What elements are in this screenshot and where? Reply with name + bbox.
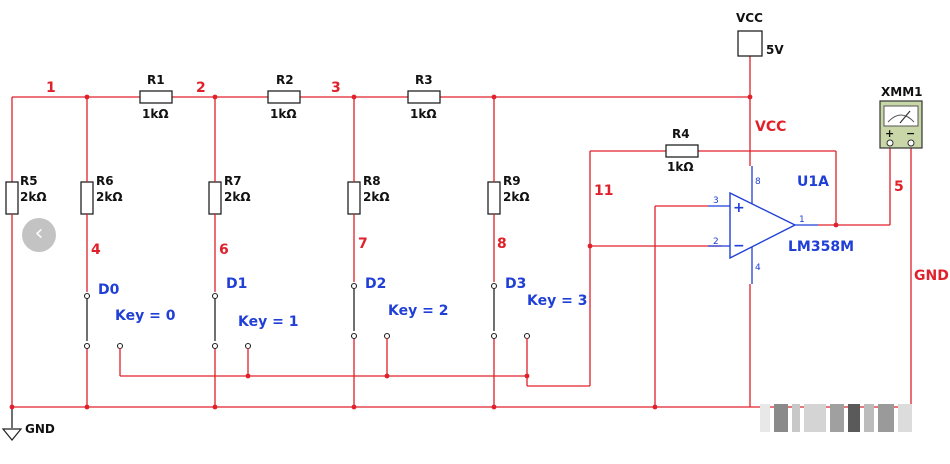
switch-d0-key: Key = 0 [115,308,176,324]
opamp-pin-3: 3 [713,196,719,206]
net-label-3: 3 [331,80,341,96]
r3-ref: R3 [415,73,433,87]
switch-d1-label: D1 [226,276,247,292]
opamp-pin-2: 2 [713,237,719,247]
resistor-r1[interactable]: R1 1kΩ [139,73,173,121]
net-label-6: 6 [219,242,229,258]
switch-d2-label: D2 [365,276,386,292]
junction-dots [9,94,839,410]
opamp-u1a[interactable]: + − 3 2 1 8 4 U1A LM358M [708,166,854,284]
meter-plus-sign: + [885,127,894,140]
switch-d1[interactable]: D1 Key = 1 [211,276,299,376]
resistor-r7[interactable]: R7 2kΩ [208,174,251,215]
net-labels: 1 2 3 4 6 7 8 11 5 VCC GND [46,80,949,284]
vcc-title: VCC [736,11,763,25]
resistor-r9[interactable]: R9 2kΩ [487,174,530,215]
resistor-r4[interactable]: R4 1kΩ [665,127,699,174]
resistor-r5[interactable]: R5 2kΩ [5,174,47,215]
r3-value: 1kΩ [410,107,437,121]
chevron-left-icon: ‹ [34,220,44,246]
switch-d0-label: D0 [98,282,120,298]
switch-d1-key: Key = 1 [238,314,298,330]
r1-value: 1kΩ [142,107,169,121]
r6-ref: R6 [96,174,114,188]
vcc-value: 5V [766,43,784,57]
net-11-wires [120,150,837,387]
opamp-plus-sign: + [733,200,745,216]
opamp-pin-4: 4 [755,263,761,273]
r5-value: 2kΩ [20,190,47,204]
r4-value: 1kΩ [667,160,694,174]
opamp-wires [654,56,912,407]
net-label-vcc: VCC [755,119,786,135]
opamp-model: LM358M [788,239,854,255]
meter-minus-sign: − [906,127,915,140]
top-bus [11,96,750,182]
multimeter-xmm1[interactable]: + − XMM1 [879,85,923,149]
switch-d2[interactable]: D2 Key = 2 [350,276,449,376]
net-label-gnd: GND [914,268,949,284]
net-label-1: 1 [46,80,56,96]
net-label-7: 7 [358,236,368,252]
switch-d3[interactable]: D3 Key = 3 [490,276,588,386]
resistor-r3[interactable]: R3 1kΩ [407,73,441,121]
gnd-symbol-label: GND [25,422,55,436]
opamp-minus-sign: − [733,238,745,254]
r7-value: 2kΩ [224,190,251,204]
switch-d3-key: Key = 3 [527,293,587,309]
watermark-blur [760,404,920,432]
net-label-8: 8 [497,236,507,252]
gnd-symbol: GND [1,422,55,441]
opamp-pin-1: 1 [799,215,805,225]
r9-value: 2kΩ [503,190,530,204]
resistor-r2[interactable]: R2 1kΩ [267,73,301,121]
r2-ref: R2 [276,73,294,87]
back-button[interactable]: ‹ [22,218,56,252]
r9-ref: R9 [503,174,521,188]
opamp-pin-8: 8 [755,177,761,187]
r2-value: 1kΩ [270,107,297,121]
switch-d2-key: Key = 2 [388,303,448,319]
r5-ref: R5 [20,174,38,188]
net-label-11: 11 [594,183,613,199]
net-label-2: 2 [196,80,206,96]
r4-ref: R4 [672,127,690,141]
r8-ref: R8 [363,174,381,188]
resistor-r8[interactable]: R8 2kΩ [347,174,390,215]
vcc-source[interactable]: VCC 5V [736,11,784,57]
switch-d0[interactable]: D0 Key = 0 [83,282,176,376]
opamp-ref: U1A [797,174,829,190]
r7-ref: R7 [224,174,242,188]
r6-value: 2kΩ [96,190,123,204]
r8-value: 2kΩ [363,190,390,204]
switch-d3-label: D3 [505,276,526,292]
net-label-5: 5 [894,179,904,195]
net-label-4: 4 [91,242,101,258]
r1-ref: R1 [147,73,165,87]
branch-wires [11,97,495,407]
meter-ref: XMM1 [881,85,922,99]
